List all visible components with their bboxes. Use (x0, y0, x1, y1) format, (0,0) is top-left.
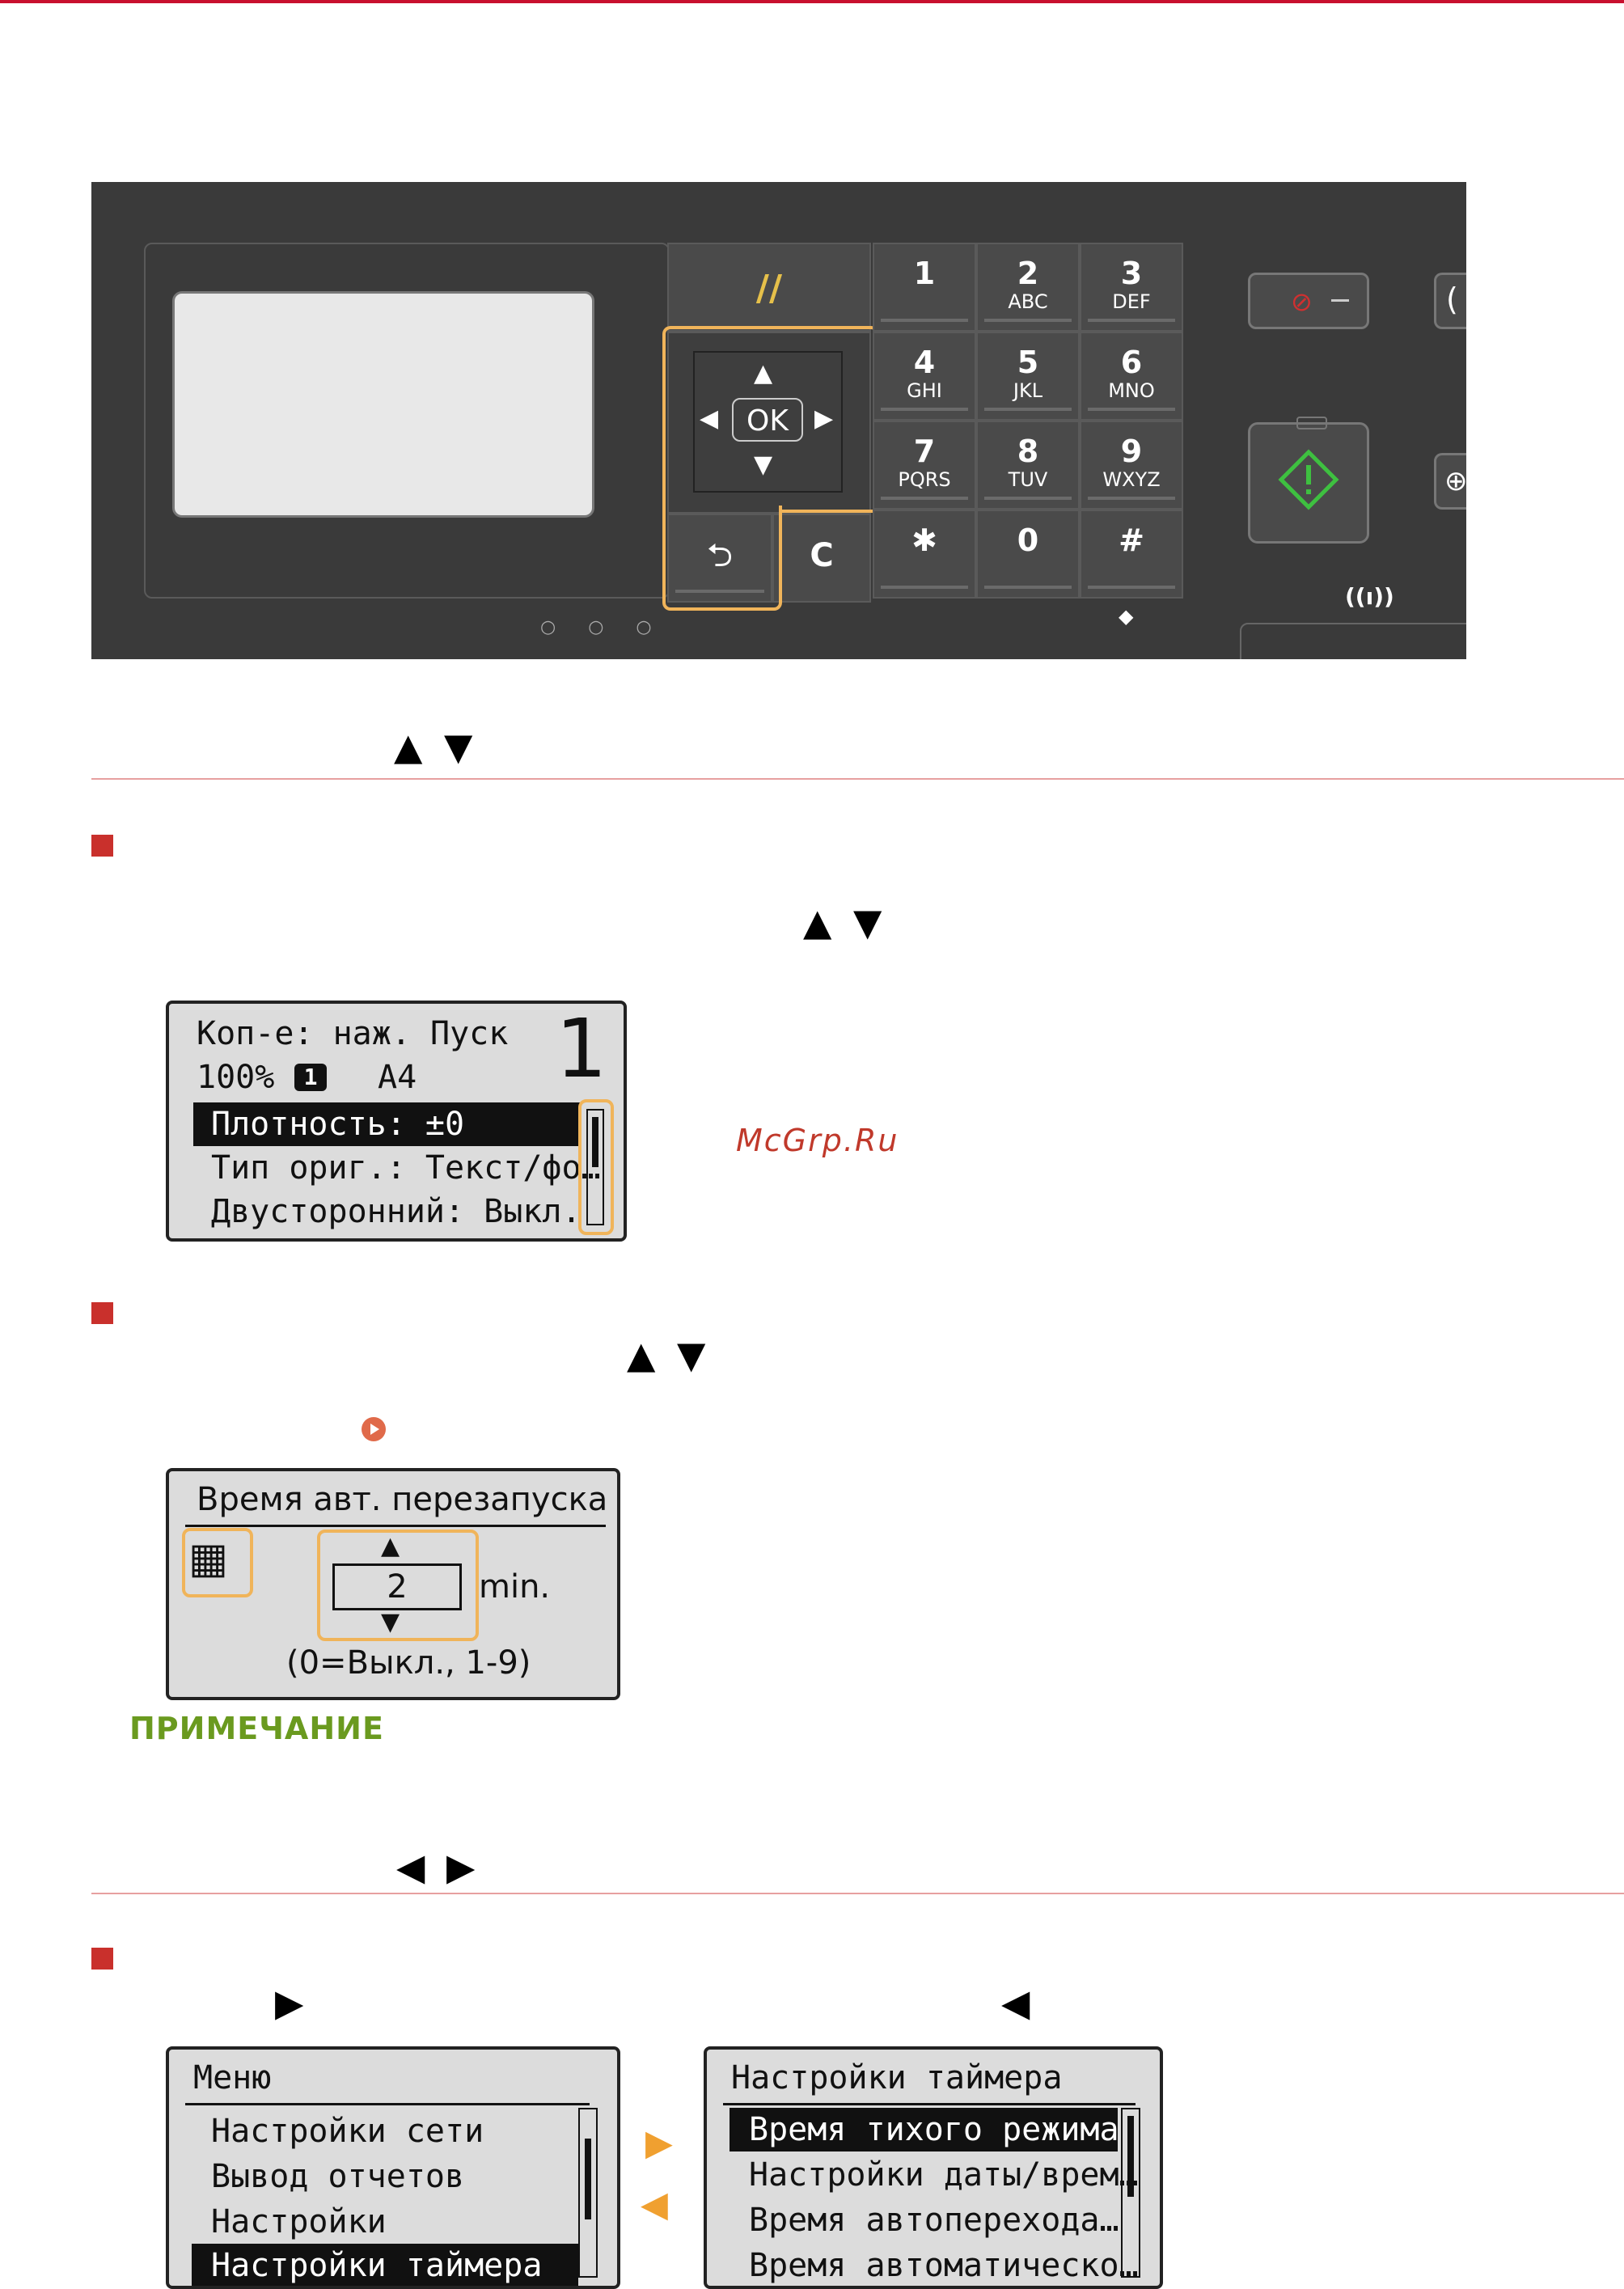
screen4-item-selected: Время тихого режима (730, 2108, 1118, 2151)
screen4-item: Время автоперехода… (749, 2198, 1119, 2242)
stepper-down-icon[interactable]: ▼ (381, 1610, 400, 1635)
key-1[interactable]: 1 (873, 243, 976, 332)
wireless-icon: ((ı)) (1345, 583, 1394, 610)
screen1-paper: A4 (378, 1056, 417, 1099)
screen1-copies: 1 (556, 1009, 607, 1089)
section2-arrows: ◀ ▶ (396, 1848, 480, 1885)
start-icon (1278, 449, 1339, 510)
screen1-item-selected: Плотность: ±0 (193, 1102, 582, 1146)
screen3-item-selected: Настройки таймера (192, 2244, 578, 2287)
item3-bullet (91, 1948, 113, 1970)
navigation-highlight (662, 326, 879, 514)
screen3-item: Настройки (211, 2200, 387, 2244)
top-rule (0, 0, 1624, 3)
item1-arrows: ▲ ▼ (803, 903, 886, 941)
lcd-copy-screen: Коп-е: наж. Пуск 1 100% 1 A4 Плотность: … (166, 1001, 627, 1242)
section2-rule (91, 1893, 1624, 1894)
key-star[interactable]: ✱ (873, 510, 976, 599)
indicator-dots: ○○○ (540, 617, 684, 637)
counter-icon: ⊕ (1444, 465, 1466, 497)
value-field[interactable]: 2 (332, 1563, 462, 1610)
screen1-item: Двусторонний: Выкл. (211, 1190, 582, 1233)
section1-arrows: ▲ ▼ (394, 728, 477, 765)
diamond-icon: ◆ (1119, 605, 1133, 628)
screen3-item: Настройки сети (211, 2109, 484, 2153)
screen3-title-rule (185, 2103, 590, 2105)
screen2-title: Время авт. перезапуска (197, 1479, 607, 1520)
key-hash[interactable]: # (1080, 510, 1183, 599)
forward-arrow-icon: ▶ (645, 2122, 673, 2164)
item2-bullet (91, 1302, 113, 1324)
item3-right-arrow: ▶ (275, 1984, 303, 2021)
key-0[interactable]: 0 (976, 510, 1080, 599)
stop-icon: ⊘ (1291, 286, 1313, 317)
item3-left-arrow: ◀ (1001, 1984, 1030, 2021)
screen1-status: Коп-е: наж. Пуск (197, 1012, 508, 1056)
screen3-title: Меню (193, 2056, 271, 2100)
start-key-indicator (1296, 417, 1327, 429)
note-heading: ПРИМЕЧАНИЕ (129, 1711, 384, 1746)
screen4-item: Время автоматическо… (749, 2244, 1139, 2287)
navigation-highlight-bottom (662, 506, 782, 611)
section1-rule (91, 778, 1624, 780)
screen1-item: Тип ориг.: Текст/фо… (211, 1146, 601, 1190)
navigation-highlight-step (779, 510, 879, 513)
item2-arrows: ▲ ▼ (627, 1336, 710, 1373)
lcd-timer-settings-screen: Настройки таймера Время тихого режима На… (704, 2046, 1163, 2289)
watermark: McGrp.Ru (736, 1123, 899, 1158)
screen3-scrollbar (578, 2108, 598, 2278)
item1-bullet (91, 835, 113, 857)
backward-arrow-icon: ◀ (641, 2184, 668, 2225)
power-icon: ( (1446, 281, 1458, 317)
link-arrow-icon[interactable] (362, 1417, 386, 1441)
screen1-tray-badge: 1 (294, 1064, 327, 1091)
screen2-range: (0=Выкл., 1-9) (286, 1643, 531, 1683)
screen4-scrollbar (1121, 2108, 1140, 2278)
screen2-unit: min. (479, 1567, 550, 1607)
screen3-item: Вывод отчетов (211, 2155, 464, 2198)
panel-tab (1240, 623, 1466, 659)
start-key[interactable] (1248, 422, 1369, 544)
stop-key[interactable]: ⊘ (1248, 273, 1369, 329)
power-key[interactable]: ( (1434, 273, 1466, 329)
clear-key[interactable]: C (772, 514, 871, 603)
screen4-item: Настройки даты/врем… (749, 2153, 1139, 2197)
lcd-menu-screen: Меню Настройки сети Вывод отчетов Настро… (166, 2046, 620, 2289)
scrollbar[interactable] (586, 1109, 604, 1225)
numeric-keys-icon: ▦ (188, 1534, 228, 1583)
screen2-title-rule (185, 1525, 606, 1527)
screen4-title: Настройки таймера (731, 2056, 1062, 2100)
display-screen (172, 291, 594, 518)
screen1-zoom: 100% (197, 1056, 274, 1099)
energy-key[interactable]: ⊕ (1434, 453, 1466, 510)
reset-key[interactable]: // (667, 243, 871, 332)
stepper-up-icon[interactable]: ▲ (381, 1534, 400, 1559)
reset-icon: // (669, 244, 869, 333)
screen4-title-rule (723, 2103, 1136, 2105)
lcd-restart-timer-screen: Время авт. перезапуска ▦ ▲ 2 ▼ min. (0=В… (166, 1468, 620, 1700)
